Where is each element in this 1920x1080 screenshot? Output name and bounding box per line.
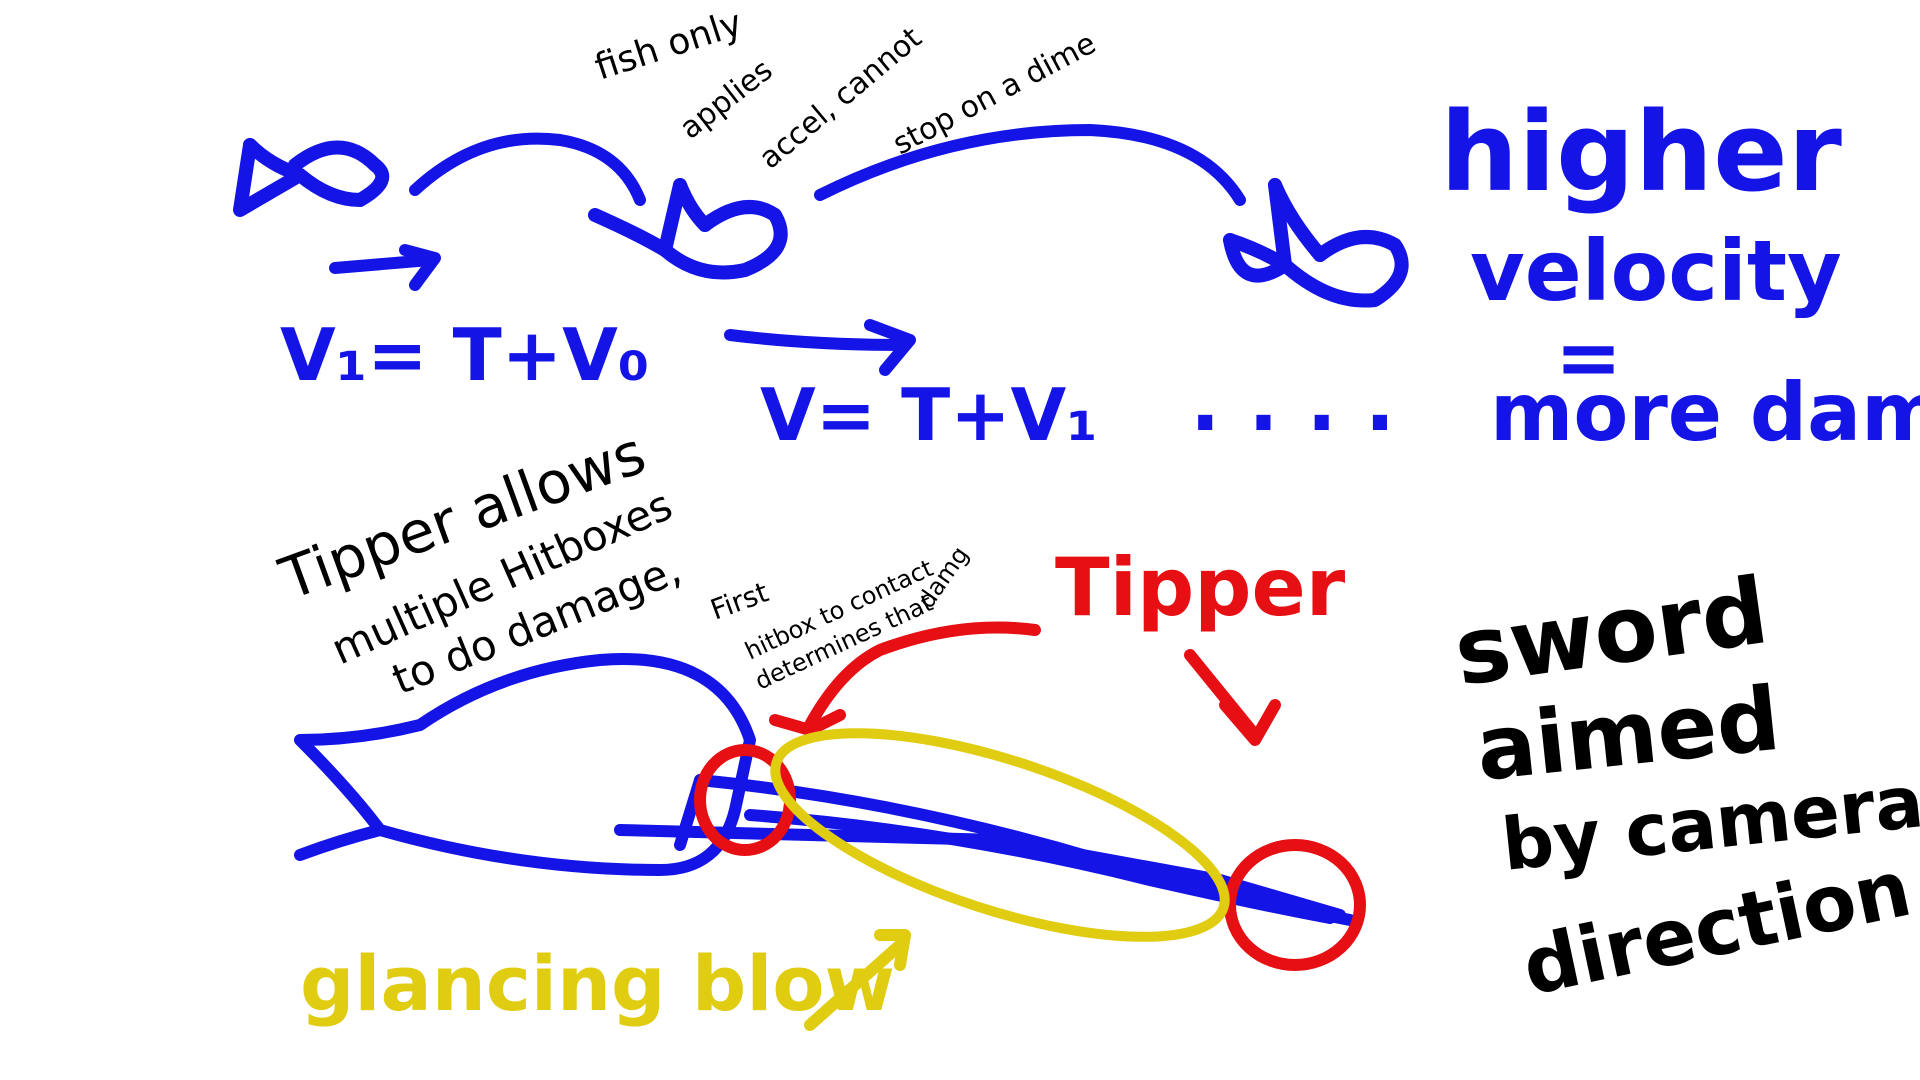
red-arrow-to-tip	[1184, 649, 1281, 746]
velocity-text: velocity	[1470, 222, 1842, 320]
applies-text: applies	[673, 53, 779, 147]
sword-blade	[614, 774, 1356, 926]
hitbox-circle-tip	[1224, 839, 1366, 971]
motion-arrow-2	[724, 319, 916, 376]
yellow-arrow	[804, 929, 911, 1031]
fish-only-text: fish only	[590, 3, 747, 89]
more-damage-text: more damg	[1490, 366, 1920, 459]
fish-sketch-2	[588, 178, 788, 280]
higher-text: higher	[1440, 88, 1842, 216]
ellipsis: . . . .	[1190, 356, 1395, 449]
fish-only-note: fish only applies accel, cannot stop on …	[590, 3, 1102, 176]
fish-sketch-3	[1223, 178, 1409, 308]
tipper-label: Tipper	[1055, 541, 1346, 634]
first-hitbox-line-1: First	[706, 575, 773, 626]
sword-aimed-note: sword aimed by camera direction	[1448, 557, 1920, 1013]
v-formula: V= T+V₁	[760, 373, 1098, 457]
glancing-blow-region	[770, 728, 1230, 942]
motion-arc-1	[409, 132, 646, 206]
motion-arc-2	[814, 124, 1246, 206]
first-hitbox-note: First hitbox to contact determines that …	[706, 541, 974, 695]
red-arrow-to-base	[769, 621, 1041, 736]
v1-formula: V₁= T+V₀	[280, 313, 649, 397]
fish-sketch-1	[233, 138, 390, 217]
large-fish-body	[294, 653, 756, 876]
motion-arrow-1	[329, 244, 441, 291]
equals-text: =	[1555, 311, 1622, 404]
glancing-blow-text: glancing blow	[300, 939, 895, 1028]
